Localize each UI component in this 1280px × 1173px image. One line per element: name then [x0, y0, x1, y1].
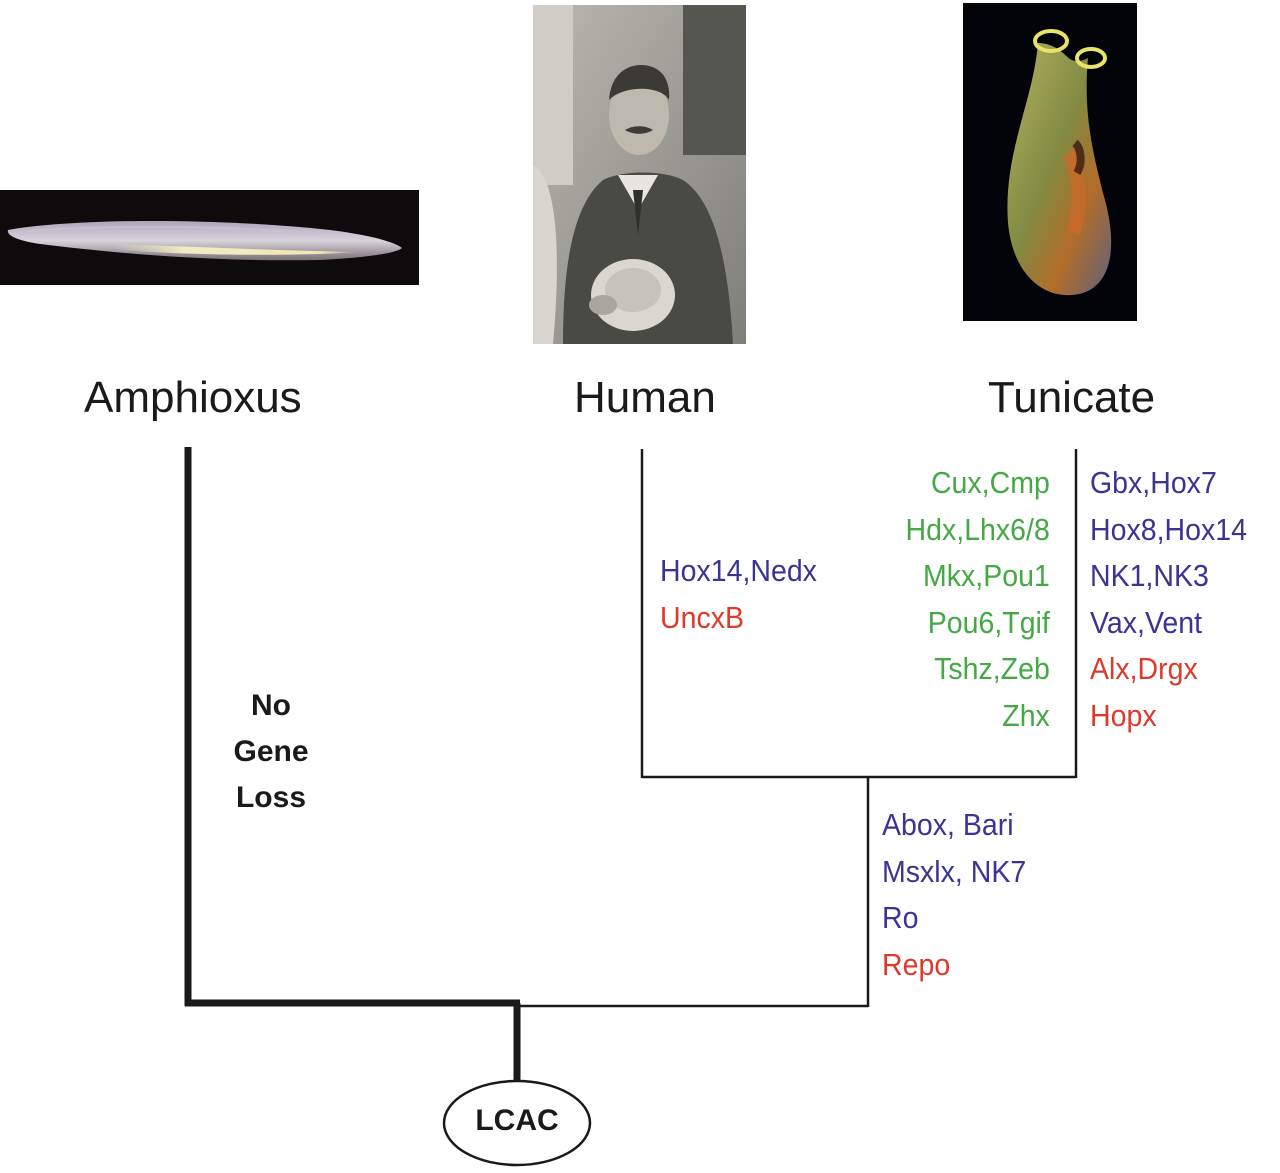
gene-loss-entry: Ro: [882, 895, 1026, 942]
gene-loss-entry: Cux,Cmp: [906, 460, 1050, 507]
taxon-label-amphioxus: Amphioxus: [84, 373, 302, 423]
gene-loss-entry: Tshz,Zeb: [906, 646, 1050, 693]
gene-loss-entry: Hopx: [1090, 693, 1247, 740]
taxon-label-tunicate: Tunicate: [988, 373, 1155, 423]
gene-loss-entry: UncxB: [660, 595, 817, 642]
note-line: No: [200, 683, 342, 729]
gene-loss-entry: Gbx,Hox7: [1090, 460, 1247, 507]
no-gene-loss-note: No Gene Loss: [200, 683, 342, 821]
note-line: Gene: [200, 729, 342, 775]
gene-loss-entry: Pou6,Tgif: [906, 600, 1050, 647]
gene-loss-entry: Alx,Drgx: [1090, 646, 1247, 693]
gene-loss-entry: Zhx: [906, 693, 1050, 740]
gene-loss-entry: Hox14,Nedx: [660, 548, 817, 595]
gene-loss-entry: Hox8,Hox14: [1090, 507, 1247, 554]
taxon-label-human: Human: [574, 373, 716, 423]
gene-loss-entry: Repo: [882, 942, 1026, 989]
gene-loss-entry: Msxlx, NK7: [882, 849, 1026, 896]
gene-loss-entry: NK1,NK3: [1090, 553, 1247, 600]
gene-loss-entry: Mkx,Pou1: [906, 553, 1050, 600]
gene-loss-entry: Abox, Bari: [882, 802, 1026, 849]
note-line: Loss: [200, 775, 342, 821]
root-node-label: LCAC: [444, 1104, 590, 1138]
gene-loss-entry: Hdx,Lhx6/8: [906, 507, 1050, 554]
gene-loss-entry: Vax,Vent: [1090, 600, 1247, 647]
